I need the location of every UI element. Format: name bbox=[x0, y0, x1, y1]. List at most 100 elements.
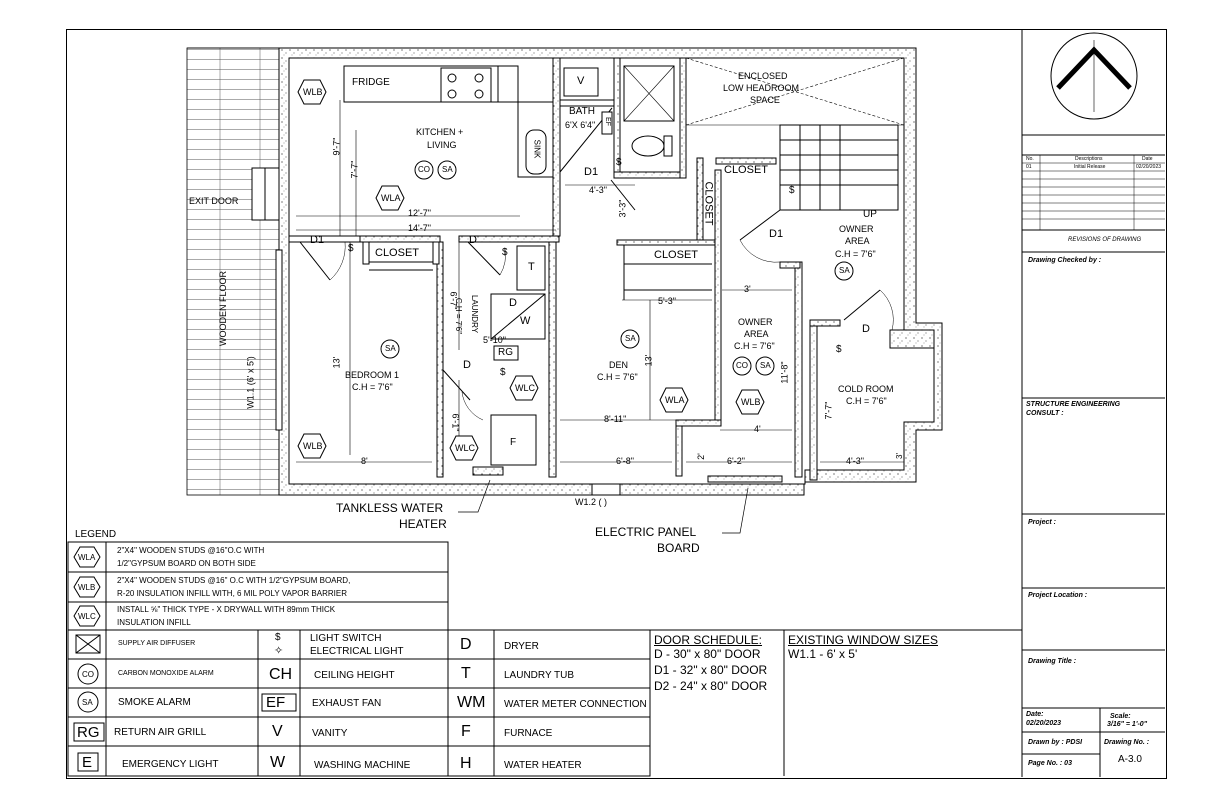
e-label: EMERGENCY LIGHT bbox=[122, 759, 219, 770]
closet-label-3: CLOSET bbox=[724, 164, 769, 176]
legend-wlc-line1: INSTALL ⅝" THICK TYPE - X DRYWALL WITH 8… bbox=[117, 605, 336, 614]
washer-symbol: W bbox=[270, 754, 286, 771]
drawn-by-label: Drawn by : PDSI bbox=[1028, 739, 1083, 746]
room-label-enclosed-2: LOW HEADROOM bbox=[723, 83, 800, 93]
dryer-symbol: D bbox=[460, 636, 472, 653]
dim-5-3: 5'-3" bbox=[658, 296, 676, 306]
ch-label: CEILING HEIGHT bbox=[314, 670, 395, 681]
room-label-area-2: AREA bbox=[744, 329, 769, 339]
sheet-border bbox=[66, 29, 1167, 779]
checked-by-label: Drawing Checked by : bbox=[1028, 257, 1102, 264]
e-symbol: E bbox=[82, 754, 93, 771]
door-schedule-item-3: D2 - 24" x 80" DOOR bbox=[654, 679, 768, 693]
dim-6-7: 6'-7" bbox=[448, 291, 459, 310]
room-label-owner-2: OWNER bbox=[738, 317, 773, 327]
room-label-living: LIVING bbox=[427, 140, 457, 150]
washer-label: WASHING MACHINE bbox=[314, 760, 411, 771]
date-label: Date: bbox=[1026, 711, 1044, 718]
legend-wlb-line2: R-20 INSULATION INFILL WITH, 6 MIL POLY … bbox=[117, 589, 347, 598]
sa-tag-3: SA bbox=[625, 334, 636, 343]
ef-symbol: EF bbox=[266, 694, 286, 711]
supply-air-diffuser-label: SUPPLY AIR DIFFUSER bbox=[118, 640, 196, 647]
door-d-1: D bbox=[469, 234, 477, 246]
room-label-cold-room: COLD ROOM bbox=[838, 384, 894, 394]
co-tag-1: CO bbox=[418, 165, 430, 174]
scale-value: 3/16" = 1'-0" bbox=[1107, 721, 1148, 728]
rev-header-no: No. bbox=[1026, 156, 1034, 162]
door-d1-1: D1 bbox=[310, 234, 325, 246]
sa-tag-4: SA bbox=[760, 361, 771, 370]
window-w11-label: W1.1 (6' x 5') bbox=[245, 356, 256, 409]
dim-3b: 3' bbox=[894, 453, 904, 459]
room-ch-cold: C.H = 7'6" bbox=[846, 396, 887, 406]
co-tag-2: CO bbox=[736, 361, 748, 370]
project-location-label: Project Location : bbox=[1028, 592, 1088, 599]
room-label-owner-1: OWNER bbox=[839, 224, 874, 234]
furnace-label: FURNACE bbox=[504, 728, 553, 739]
drawing-no-label: Drawing No. : bbox=[1104, 739, 1150, 746]
switch-symbol: $ bbox=[275, 632, 281, 643]
rev-row-desc: Initial Release bbox=[1074, 164, 1106, 170]
wooden-floor-area bbox=[186, 47, 280, 496]
dim-2: 2' bbox=[695, 453, 706, 460]
wlb-tag-3: WLB bbox=[741, 397, 761, 407]
co-symbol: CO bbox=[82, 670, 94, 679]
drawing-title-label: Drawing Title : bbox=[1028, 658, 1077, 665]
sa-symbol: SA bbox=[82, 698, 93, 707]
switch-2: $ bbox=[502, 247, 508, 258]
ch-symbol: CH bbox=[269, 666, 293, 683]
rg-tag: RG bbox=[498, 347, 513, 358]
panel-callout-2: BOARD bbox=[657, 541, 700, 555]
heater-symbol: H bbox=[460, 755, 472, 772]
room-label-kitchen: KITCHEN + bbox=[416, 127, 464, 137]
rg-label: RETURN AIR GRILL bbox=[114, 727, 207, 738]
exhaust-fan-tag: EF bbox=[603, 117, 611, 126]
dim-8-11: 8'-11" bbox=[604, 414, 627, 424]
tub-label: LAUNDRY TUB bbox=[504, 670, 575, 681]
light-symbol: ✧ bbox=[274, 645, 284, 657]
wlb-tag-1: WLB bbox=[303, 87, 323, 97]
wlc-tag-1: WLC bbox=[515, 383, 535, 393]
washer-tag-plan: W bbox=[520, 315, 531, 327]
closet-label-4: CLOSET bbox=[702, 181, 715, 226]
vanity-label: VANITY bbox=[312, 728, 348, 739]
switch-4: $ bbox=[616, 157, 622, 168]
room-label-bath-size: 6'X 6'4" bbox=[565, 120, 596, 130]
switch-6: $ bbox=[836, 344, 842, 355]
rev-header-date: Date bbox=[1142, 156, 1153, 162]
panel-callout-1: ELECTRIC PANEL bbox=[595, 525, 697, 539]
dim-7-7: 7'-7" bbox=[349, 160, 360, 179]
dim-11-8: 11'-8" bbox=[779, 361, 790, 384]
ef-label: EXHAUST FAN bbox=[312, 698, 382, 709]
vanity-tag: V bbox=[577, 75, 585, 87]
dim-4: 4' bbox=[754, 424, 761, 434]
up-label: UP bbox=[863, 209, 877, 220]
room-label-enclosed-1: ENCLOSED bbox=[738, 71, 788, 81]
sa-label: SMOKE ALARM bbox=[118, 697, 191, 708]
dim-6-1: 6'-1" bbox=[450, 413, 461, 432]
heater-label: WATER HEATER bbox=[504, 760, 582, 771]
dim-3: 3' bbox=[744, 284, 751, 294]
legend-wlb-tag: WLB bbox=[78, 583, 96, 592]
dim-9-7: 9'-7" bbox=[331, 137, 342, 156]
consult-label-2: CONSULT : bbox=[1026, 410, 1064, 417]
closet-label-2: CLOSET bbox=[654, 249, 699, 261]
wm-symbol: WM bbox=[457, 694, 486, 711]
exit-door-label: EXIT DOOR bbox=[189, 196, 239, 206]
dim-4-3: 4'-3" bbox=[589, 185, 607, 195]
dim-13-b: 13' bbox=[643, 354, 654, 367]
room-ch-bedroom: C.H = 7'6" bbox=[352, 382, 393, 392]
rev-header-desc: Descriptions bbox=[1075, 156, 1103, 162]
rev-row-date: 02/20/2023 bbox=[1136, 164, 1162, 170]
legend-wlc-tag: WLC bbox=[78, 612, 96, 621]
dryer-tag-plan: D bbox=[509, 297, 517, 309]
legend-title: LEGEND bbox=[75, 529, 117, 540]
room-label-laundry: LAUNDRY bbox=[470, 294, 480, 334]
wla-tag-2: WLA bbox=[665, 395, 685, 405]
dim-8: 8' bbox=[361, 456, 368, 466]
door-d1-2: D1 bbox=[584, 166, 599, 178]
dim-7-7b: 7'-7" bbox=[823, 401, 834, 420]
switch-label: LIGHT SWITCH bbox=[310, 633, 382, 644]
door-schedule-title: DOOR SCHEDULE: bbox=[654, 633, 763, 647]
